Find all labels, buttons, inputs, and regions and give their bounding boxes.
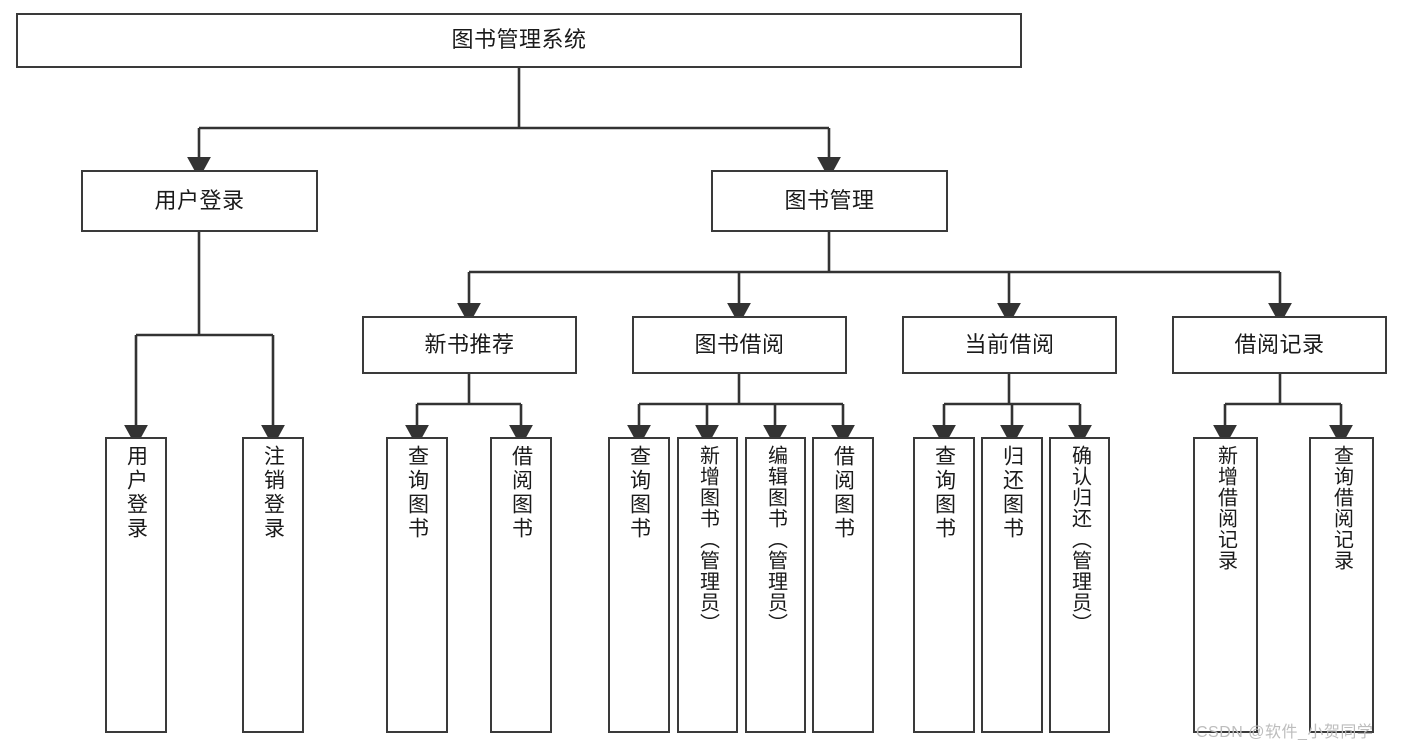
node-label: 新增借阅记录 — [1214, 445, 1237, 571]
leaf-edit-book-admin[interactable]: 编辑图书（管理员） — [745, 437, 806, 733]
node-label: 图书管理系统 — [451, 27, 587, 53]
node-label: 用户登录 — [124, 445, 148, 541]
leaf-user-login[interactable]: 用户登录 — [105, 437, 167, 733]
leaf-logout[interactable]: 注销登录 — [242, 437, 304, 733]
leaf-add-book-admin[interactable]: 新增图书（管理员） — [677, 437, 738, 733]
node-label: 用户登录 — [154, 187, 245, 213]
leaf-return-book[interactable]: 归还图书 — [981, 437, 1043, 733]
node-label: 新增图书（管理员） — [696, 445, 719, 634]
leaf-query-book-recommend[interactable]: 查询图书 — [386, 437, 448, 733]
node-label: 借阅图书 — [831, 445, 855, 541]
node-root-library-system[interactable]: 图书管理系统 — [16, 13, 1022, 68]
leaf-add-borrow-record[interactable]: 新增借阅记录 — [1193, 437, 1258, 733]
leaf-query-book-current[interactable]: 查询图书 — [913, 437, 975, 733]
leaf-borrow-book-recommend[interactable]: 借阅图书 — [490, 437, 552, 733]
node-label: 查询图书 — [627, 445, 651, 541]
leaf-confirm-return-admin[interactable]: 确认归还（管理员） — [1049, 437, 1110, 733]
node-label: 注销登录 — [261, 445, 285, 541]
node-borrow-record[interactable]: 借阅记录 — [1172, 316, 1387, 374]
node-label: 归还图书 — [1000, 445, 1024, 541]
csdn-watermark: CSDN @软件_小贺同学 — [1196, 724, 1374, 741]
node-current-borrow[interactable]: 当前借阅 — [902, 316, 1117, 374]
node-new-book-recommend[interactable]: 新书推荐 — [362, 316, 577, 374]
node-label: 图书借阅 — [694, 331, 785, 357]
node-book-management[interactable]: 图书管理 — [711, 170, 948, 232]
node-label: 图书管理 — [784, 187, 875, 213]
node-label: 编辑图书（管理员） — [764, 445, 787, 634]
node-label: 确认归还（管理员） — [1068, 445, 1091, 634]
node-label: 借阅记录 — [1234, 331, 1325, 357]
node-user-login[interactable]: 用户登录 — [81, 170, 318, 232]
node-book-borrow[interactable]: 图书借阅 — [632, 316, 847, 374]
node-label: 当前借阅 — [964, 331, 1055, 357]
node-label: 借阅图书 — [509, 445, 533, 541]
node-label: 新书推荐 — [424, 331, 515, 357]
node-label: 查询图书 — [932, 445, 956, 541]
node-label: 查询借阅记录 — [1330, 445, 1353, 571]
node-label: 查询图书 — [405, 445, 429, 541]
leaf-borrow-book[interactable]: 借阅图书 — [812, 437, 874, 733]
leaf-query-borrow-record[interactable]: 查询借阅记录 — [1309, 437, 1374, 733]
leaf-query-book-borrow[interactable]: 查询图书 — [608, 437, 670, 733]
